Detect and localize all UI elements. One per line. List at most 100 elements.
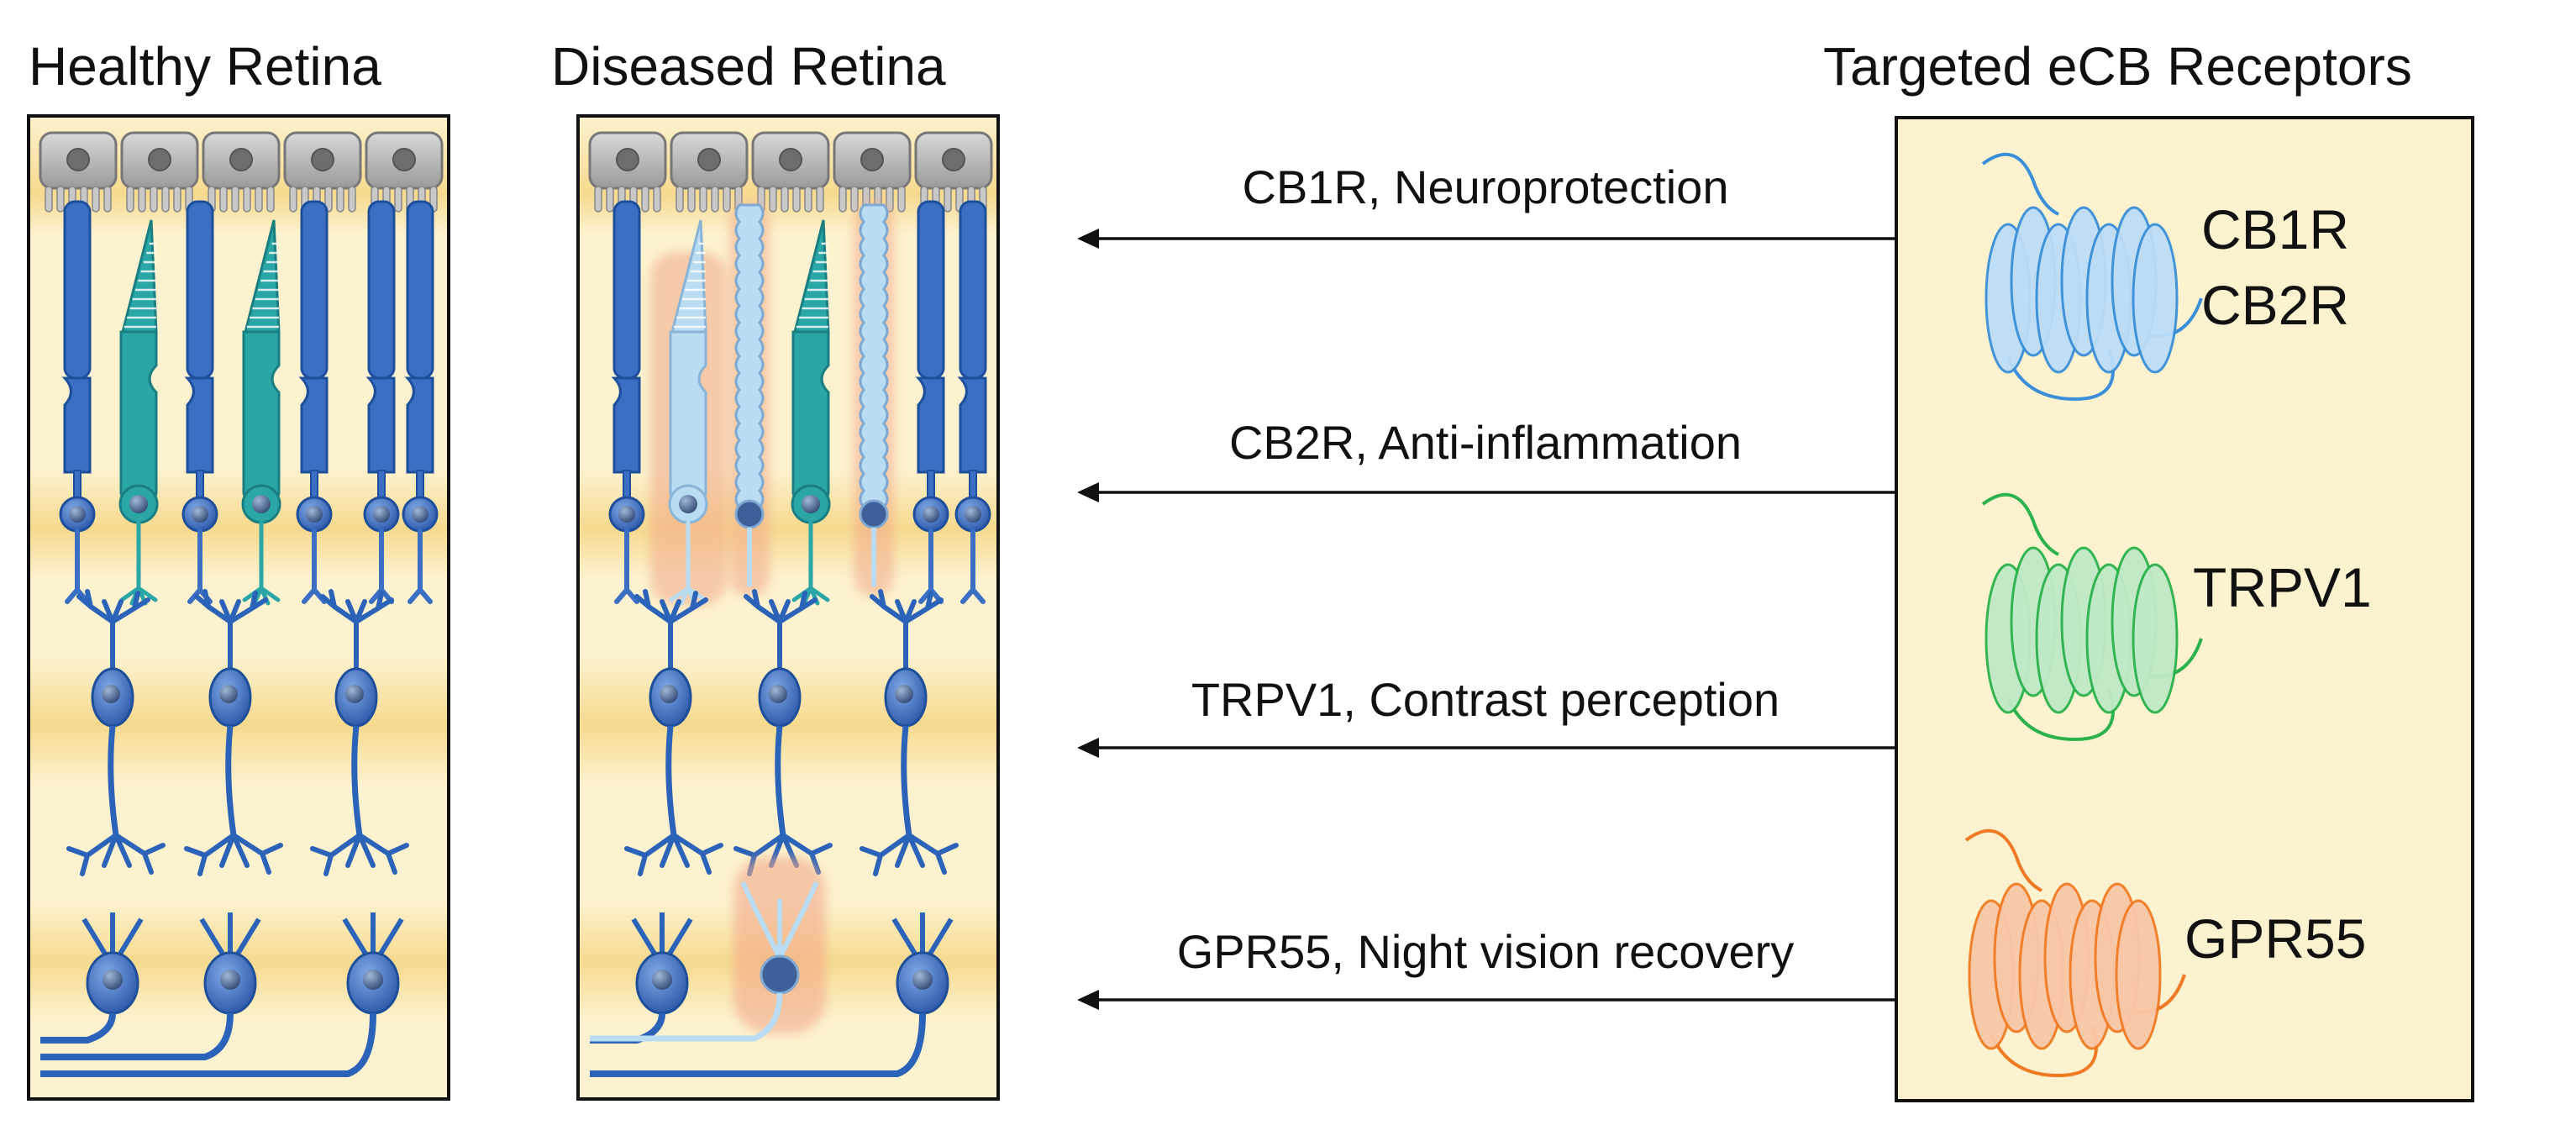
ganglion-nucleus (363, 970, 383, 990)
rod-nucleus (412, 506, 428, 523)
rpe-villus (944, 186, 952, 213)
rod-nucleus (923, 506, 939, 523)
rpe-villus (676, 186, 684, 213)
rpe-villus (219, 186, 228, 213)
bipolar-axon (225, 725, 237, 836)
bipolar-nucleus (660, 685, 678, 703)
rpe-villus (606, 186, 614, 213)
bipolar-dendrites (634, 589, 708, 675)
rpe-nucleus (66, 148, 90, 171)
bipolar-nucleus (102, 685, 120, 703)
bipolar-axon-terminal (310, 833, 409, 876)
rod-outer-segment (612, 200, 641, 380)
cone-nucleus (679, 495, 697, 513)
bipolar-axon-terminal (860, 833, 959, 876)
receptor-label: GPR55 (2184, 907, 2366, 970)
bipolar-axon (665, 725, 677, 836)
rpe-villus (324, 186, 333, 213)
ganglion-nucleus (912, 970, 933, 990)
bipolar-dendrites (194, 589, 268, 675)
rpe-villus (839, 186, 847, 213)
degenerated-ganglion-soma (760, 954, 800, 995)
targeted-receptors-title: Targeted eCB Receptors (1823, 36, 2412, 97)
transmembrane-helix (2115, 899, 2162, 1050)
receptor-n-terminus (1964, 828, 2042, 892)
bipolar-nucleus (219, 685, 238, 703)
rod-outer-segment (406, 200, 434, 380)
rpe-villus (173, 186, 181, 213)
rod-terminal (407, 528, 433, 604)
rpe-villus (769, 186, 777, 213)
ganglion-nucleus (103, 970, 123, 990)
diseased-retina-title: Diseased Retina (551, 36, 946, 97)
rod-outer-segment (959, 200, 987, 380)
rod-outer-segment (367, 200, 396, 380)
receptor-label: CB1R (2201, 198, 2349, 260)
rpe-villus (792, 186, 801, 213)
arrow-head (1077, 738, 1099, 758)
rpe-villus (687, 186, 696, 213)
rod-outer-segment (63, 200, 92, 380)
rpe-villus (92, 186, 100, 213)
rpe-villus (45, 186, 53, 213)
transmembrane-helix (2132, 223, 2179, 374)
cone-nucleus (252, 495, 271, 513)
rpe-villus (723, 186, 731, 213)
rpe-villus (161, 186, 170, 213)
rpe-nucleus (779, 148, 802, 171)
arrow-head (1077, 229, 1099, 249)
degenerated-rod-soma (859, 499, 889, 529)
bipolar-axon (901, 725, 912, 836)
healthy-retina-title: Healthy Retina (29, 36, 381, 97)
rpe-villus (243, 186, 251, 213)
rpe-nucleus (616, 148, 639, 171)
cone-nucleus (129, 495, 148, 513)
arrow-label: GPR55, Night vision recovery (1177, 925, 1795, 978)
rpe-villus (594, 186, 602, 213)
ganglion-nucleus (220, 970, 240, 990)
rod-nucleus (192, 506, 208, 523)
healthy-retina-panel (27, 114, 450, 1101)
bipolar-nucleus (345, 685, 364, 703)
cone-pedicle (119, 520, 158, 606)
rpe-villus (150, 186, 158, 213)
bipolar-axon-terminal (66, 833, 166, 876)
rpe-villus (336, 186, 344, 213)
rpe-villus (699, 186, 707, 213)
receptor-glyph: GPR55 (1964, 828, 2366, 1078)
rod-nucleus (306, 506, 323, 523)
rpe-villus (348, 186, 356, 213)
rod-outer-segment (300, 200, 329, 380)
bipolar-nucleus (895, 685, 913, 703)
rod-nucleus (373, 506, 390, 523)
rpe-villus (850, 186, 859, 213)
receptor-n-terminus (1981, 492, 2059, 556)
cone-nucleus (802, 495, 820, 513)
rpe-nucleus (392, 148, 416, 171)
diseased-retina-panel (576, 114, 1000, 1101)
bipolar-axon (108, 725, 119, 836)
arrow-head (1077, 990, 1099, 1010)
bipolar-nucleus (769, 685, 787, 703)
bipolar-dendrites (744, 589, 817, 675)
rod-nucleus (618, 506, 635, 523)
rod-outer-segment (917, 200, 945, 380)
bipolar-dendrites (76, 589, 150, 675)
rod-terminal (614, 528, 639, 604)
bipolar-axon (351, 725, 363, 836)
rpe-nucleus (697, 148, 721, 171)
bipolar-axon-terminal (624, 833, 723, 876)
transmembrane-helix (2132, 563, 2179, 714)
rod-outer-segment (186, 200, 214, 380)
arrow-head (1077, 482, 1099, 502)
bipolar-dendrites (870, 589, 944, 675)
ganglion-nucleus (652, 970, 672, 990)
healthy-cell-layers (39, 131, 444, 1077)
rpe-villus (103, 186, 112, 213)
receptor-glyph: TRPV1 (1981, 492, 2372, 742)
rpe-nucleus (860, 148, 884, 171)
rpe-nucleus (148, 148, 171, 171)
